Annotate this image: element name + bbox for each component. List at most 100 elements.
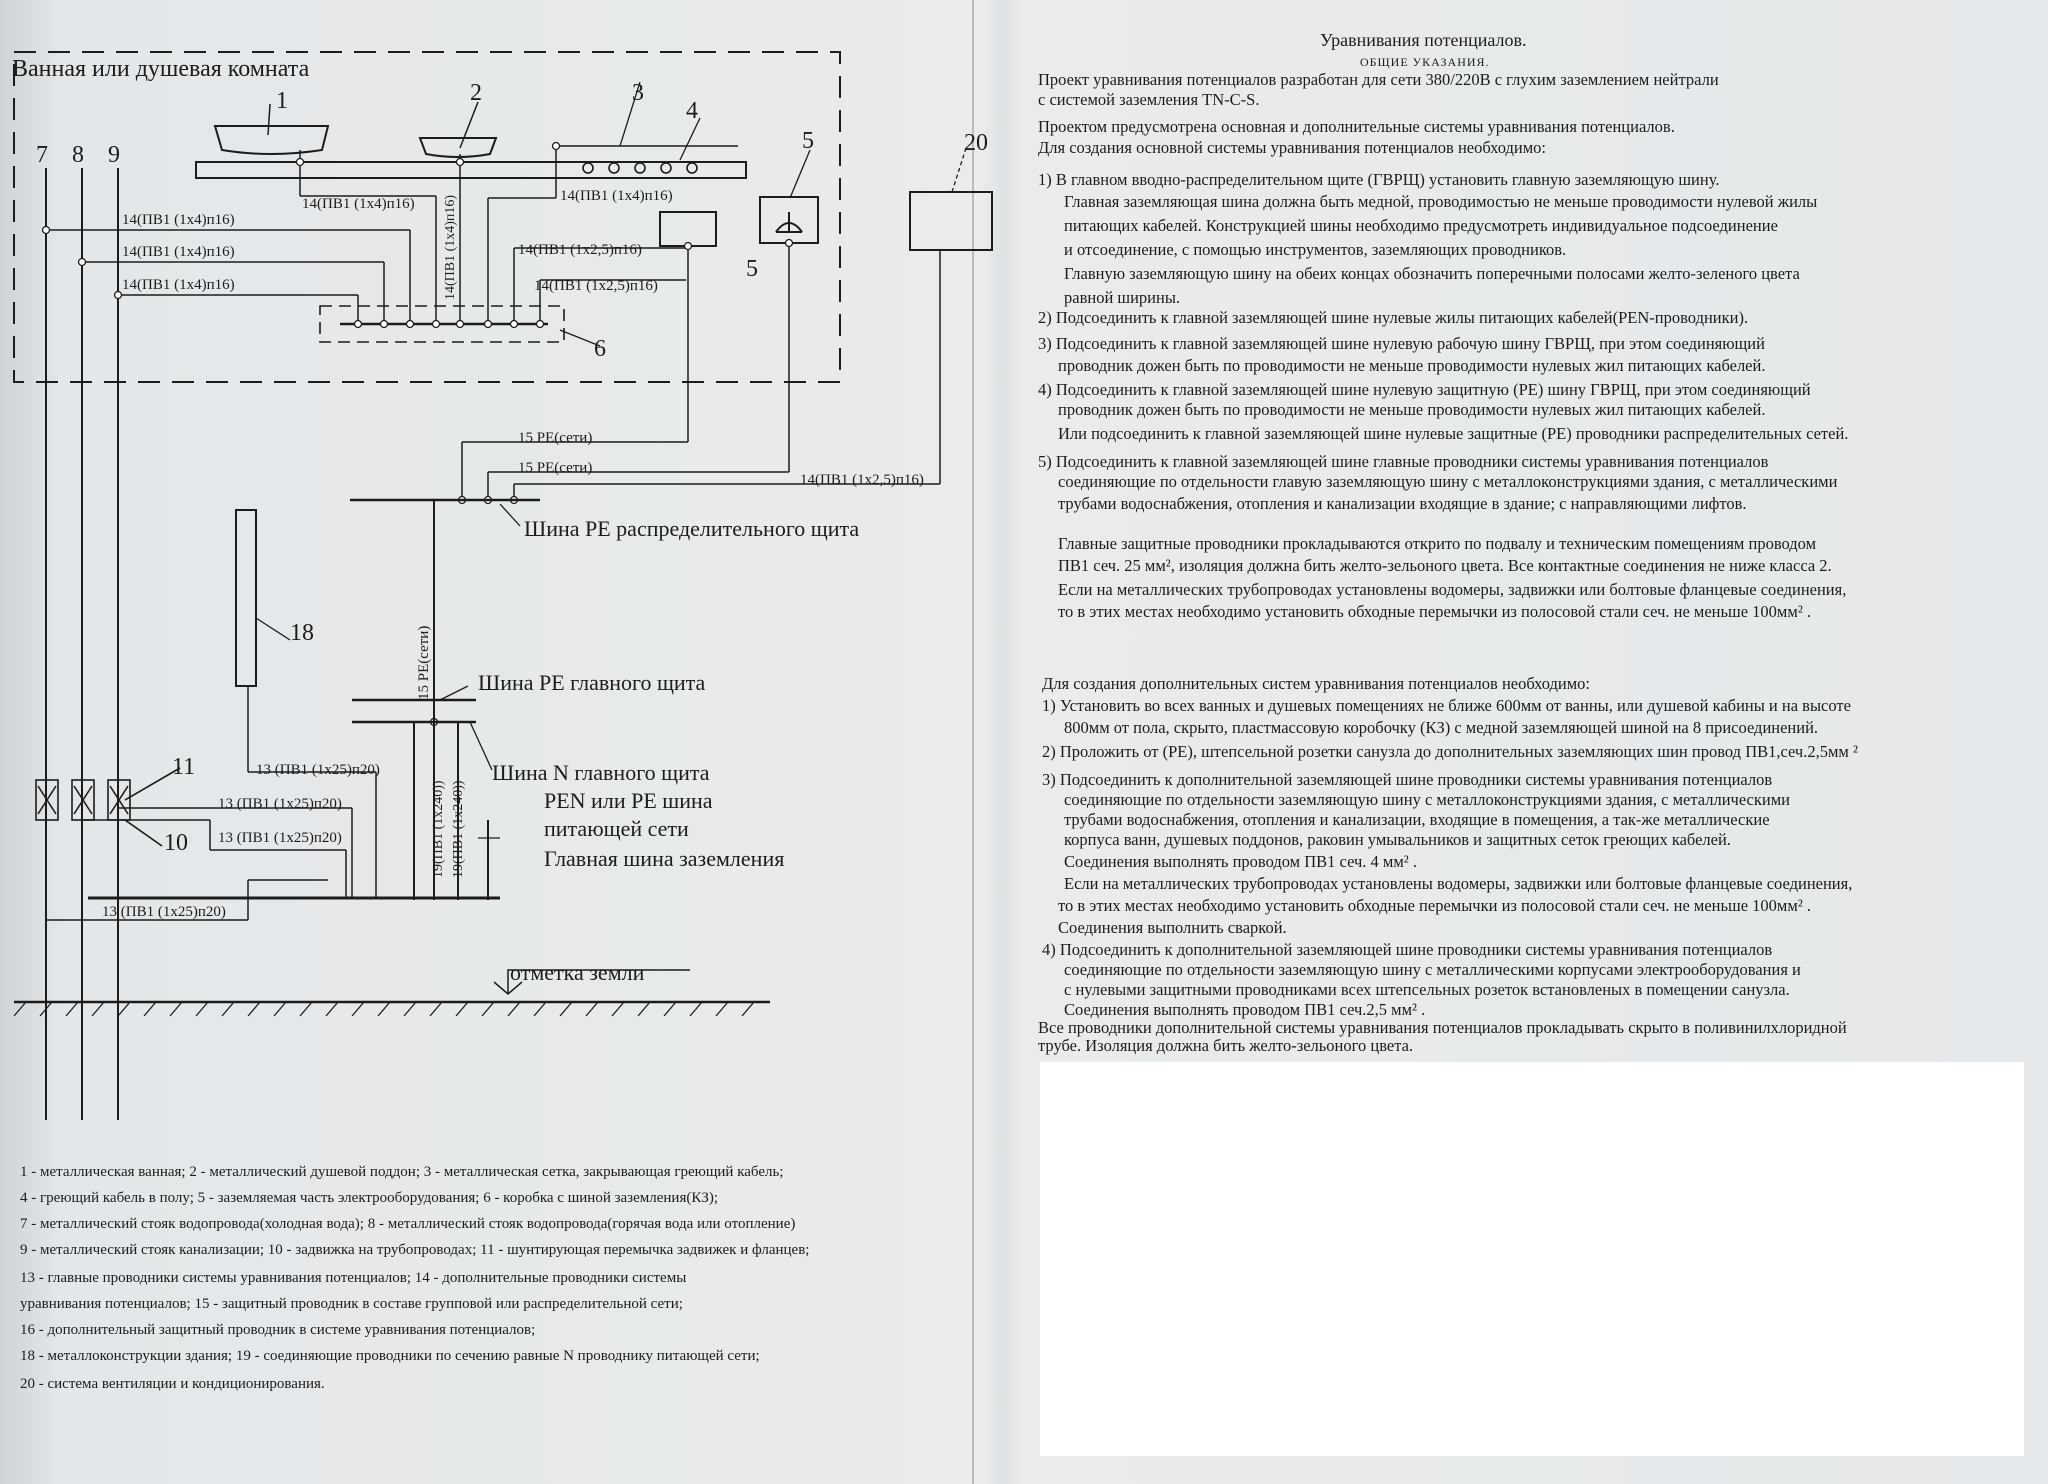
note-line: 5) Подсоединить к главной заземляющей ши… <box>1038 452 1769 471</box>
ground-level-label: отметка земли <box>510 960 645 985</box>
note-line: то в этих местах необходимо установить о… <box>1058 896 1812 915</box>
risers <box>45 168 119 1120</box>
wire-label-14-g: 14(ПВ1 (1х2,5)п16) <box>534 278 658 294</box>
wire-label-14-b: 14(ПВ1 (1х4)п16) <box>122 244 235 260</box>
legend-line: 1 - металлическая ванная; 2 - металличес… <box>20 1164 784 1180</box>
note-line: Все проводники дополнительной системы ур… <box>1038 1018 1847 1037</box>
legend-line: 9 - металлический стояк канализации; 10 … <box>20 1242 810 1258</box>
label-10: 10 <box>164 830 188 856</box>
shower-tray-icon <box>418 101 498 166</box>
note-line: соединяющие по отдельности заземляющую ш… <box>1064 790 1790 809</box>
label-11: 11 <box>172 754 195 780</box>
legend-line: 20 - система вентиляции и кондиционирова… <box>20 1376 325 1392</box>
socket-icon <box>759 149 819 244</box>
legend-line: 18 - металлоконструкции здания; 19 - сое… <box>20 1348 760 1364</box>
note-line: 800мм от пола, скрыто, пластмассовую кор… <box>1064 718 1819 737</box>
note-line: проводник дожен быть по проводимости не … <box>1058 356 1766 375</box>
bus-main-pe: Шина PE главного щита <box>478 670 706 695</box>
note-line: 4) Подсоединить к дополнительной заземля… <box>1042 940 1773 959</box>
connection-dots <box>41 141 794 727</box>
valve-icon <box>35 767 181 847</box>
notes-title: Уравнивания потенциалов. <box>1320 30 1527 50</box>
conductors-13 <box>45 686 377 921</box>
fold-line <box>972 0 974 1484</box>
ground-hatch <box>13 1001 755 1017</box>
bus-pen-1: PEN или PE шина <box>544 788 713 813</box>
note-line: Или подсоединить к главной заземляющей ш… <box>1058 424 1849 443</box>
ventilation-box <box>909 191 993 251</box>
note-line: то в этих местах необходимо установить о… <box>1058 602 1812 621</box>
metal-structure <box>235 509 257 687</box>
label-18: 18 <box>290 620 314 646</box>
note-line: с системой заземления TN-C-S. <box>1038 90 1260 109</box>
label-5b: 5 <box>746 256 758 282</box>
note-line: равной ширины. <box>1064 288 1181 307</box>
note-line: Для создания основной системы уравнивани… <box>1038 138 1547 157</box>
bathtub-icon <box>213 103 330 162</box>
note-line: 1) Установить во всех ванных и душевых п… <box>1042 696 1851 715</box>
wire-label-15-a: 15 PE(сети) <box>518 430 592 446</box>
note-line: проводник дожен быть по проводимости не … <box>1058 400 1766 419</box>
note-line: Главные защитные проводники прокладывают… <box>1058 534 1817 553</box>
floor-slab <box>195 161 747 179</box>
wire-label-14-vertical: 14(ПВ1 (1х4)п16) <box>443 195 458 300</box>
conductors-14 <box>46 146 941 500</box>
note-line: Проектом предусмотрена основная и дополн… <box>1038 117 1675 136</box>
note-line: 3) Подсоединить к дополнительной заземля… <box>1042 770 1773 789</box>
bus-main-n: Шина N главного щита <box>492 760 710 785</box>
note-line: Проект уравнивания потенциалов разработа… <box>1038 70 1719 89</box>
legend-line: 7 - металлический стояк водопровода(холо… <box>20 1216 796 1232</box>
wire-label-14-a: 14(ПВ1 (1х4)п16) <box>122 212 235 228</box>
wire-label-14-d: 14(ПВ1 (1х4)п16) <box>302 196 415 212</box>
label-1: 1 <box>276 88 288 114</box>
wire-label-13-b: 13 (ПВ1 (1х25)п20) <box>218 796 342 812</box>
note-line: соединяющие по отдельности главую заземл… <box>1058 472 1838 491</box>
label-4: 4 <box>686 98 698 124</box>
label-3: 3 <box>632 80 644 106</box>
note-line: Соединения выполнить сваркой. <box>1058 918 1287 937</box>
bathroom-boundary <box>13 51 841 383</box>
note-line: корпуса ванн, душевых поддонов, раковин … <box>1064 830 1731 849</box>
label-2: 2 <box>470 80 482 106</box>
note-line: Главная заземляющая шина должна быть мед… <box>1064 192 1818 211</box>
wire-label-13-d: 13 (ПВ1 (1х25)п20) <box>102 904 226 920</box>
ground-mark-icon <box>493 969 690 995</box>
note-line: 3) Подсоединить к главной заземляющей ши… <box>1038 334 1765 353</box>
note-line: трубе. Изоляция должна бить желто-зельон… <box>1038 1036 1414 1055</box>
bonding-box <box>319 305 565 343</box>
notes-subtitle: ОБЩИЕ УКАЗАНИЯ. <box>1360 55 1490 69</box>
blank-area <box>1040 1062 2024 1456</box>
label-5a: 5 <box>802 128 814 154</box>
wire-label-14-h: 14(ПВ1 (1х2,5)п16) <box>800 472 924 488</box>
legend-line: 4 - греющий кабель в полу; 5 - заземляем… <box>20 1190 719 1206</box>
room-label: Ванная или душевая комната <box>12 56 310 82</box>
note-line: Если на металлических трубопроводах уста… <box>1064 874 1853 893</box>
bus-main-earthing: Главная шина заземления <box>544 846 784 871</box>
wire-label-14-c: 14(ПВ1 (1х4)п16) <box>122 277 235 293</box>
note-line: Если на металлических трубопроводах уста… <box>1058 580 1847 599</box>
wire-label-13-a: 13 (ПВ1 (1х25)п20) <box>256 762 380 778</box>
wire-label-15-b: 15 PE(сети) <box>518 460 592 476</box>
note-line: Соединения выполнять проводом ПВ1 сеч. 4… <box>1064 852 1417 871</box>
legend-line: уравнивания потенциалов; 15 - защитный п… <box>20 1296 683 1312</box>
wire-label-19-a: 19(ПВ1 (1х240)) <box>431 780 446 878</box>
wire-label-19-b: 19(ПВ1 (1х240)) <box>451 780 466 878</box>
note-line: 1) В главном вводно-распределительном щи… <box>1038 170 1720 189</box>
note-line: питающих кабелей. Конструкцией шины необ… <box>1064 216 1778 235</box>
note-line: 2) Проложить от (PE), штепсельной розетк… <box>1042 742 1858 761</box>
label-7: 7 <box>36 142 48 168</box>
bus-pen-2: питающей сети <box>544 816 689 841</box>
label-6: 6 <box>594 336 606 362</box>
note-line: соединяющие по отдельности заземляющую ш… <box>1064 960 1801 979</box>
wire-label-14-e: 14(ПВ1 (1х4)п16) <box>560 188 673 204</box>
note-line: 2) Подсоединить к главной заземляющей ши… <box>1038 308 1749 327</box>
heating-cable-icon <box>560 81 738 174</box>
label-8: 8 <box>72 142 84 168</box>
note-line: Соединения выполнять проводом ПВ1 сеч.2,… <box>1064 1000 1426 1019</box>
legend-line: 16 - дополнительный защитный проводник в… <box>20 1322 536 1338</box>
note-line: 4) Подсоединить к главной заземляющей ши… <box>1038 380 1811 399</box>
note-line: Для создания дополнительных систем уравн… <box>1042 674 1591 693</box>
note-line: Главную заземляющую шину на обеих концах… <box>1064 264 1800 283</box>
